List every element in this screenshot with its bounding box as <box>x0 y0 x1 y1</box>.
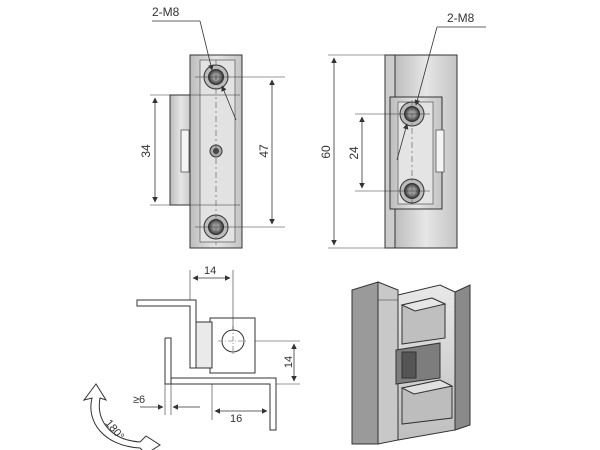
front-middle-hole <box>209 144 223 158</box>
plan-view: 14 14 16 ≥6 180° <box>82 265 300 450</box>
dim-24-label: 24 <box>347 146 361 160</box>
dim-47-label: 47 <box>257 144 271 158</box>
front-view: 34 47 2-M8 <box>139 5 285 249</box>
dim-16-label: 16 <box>230 413 242 425</box>
thread-label-side: 2-M8 <box>447 11 475 25</box>
side-view: 60 24 2-M8 <box>319 11 486 249</box>
isometric-view <box>351 281 471 445</box>
dim-34-label: 34 <box>139 144 153 158</box>
dim-ge6-label: ≥6 <box>133 394 145 406</box>
dim-14-top-label: 14 <box>204 265 216 277</box>
dim-60-label: 60 <box>319 145 333 159</box>
rotation-arrow-icon <box>82 383 161 450</box>
thread-label-front: 2-M8 <box>152 5 180 19</box>
dim-14-right-label: 14 <box>283 356 295 368</box>
